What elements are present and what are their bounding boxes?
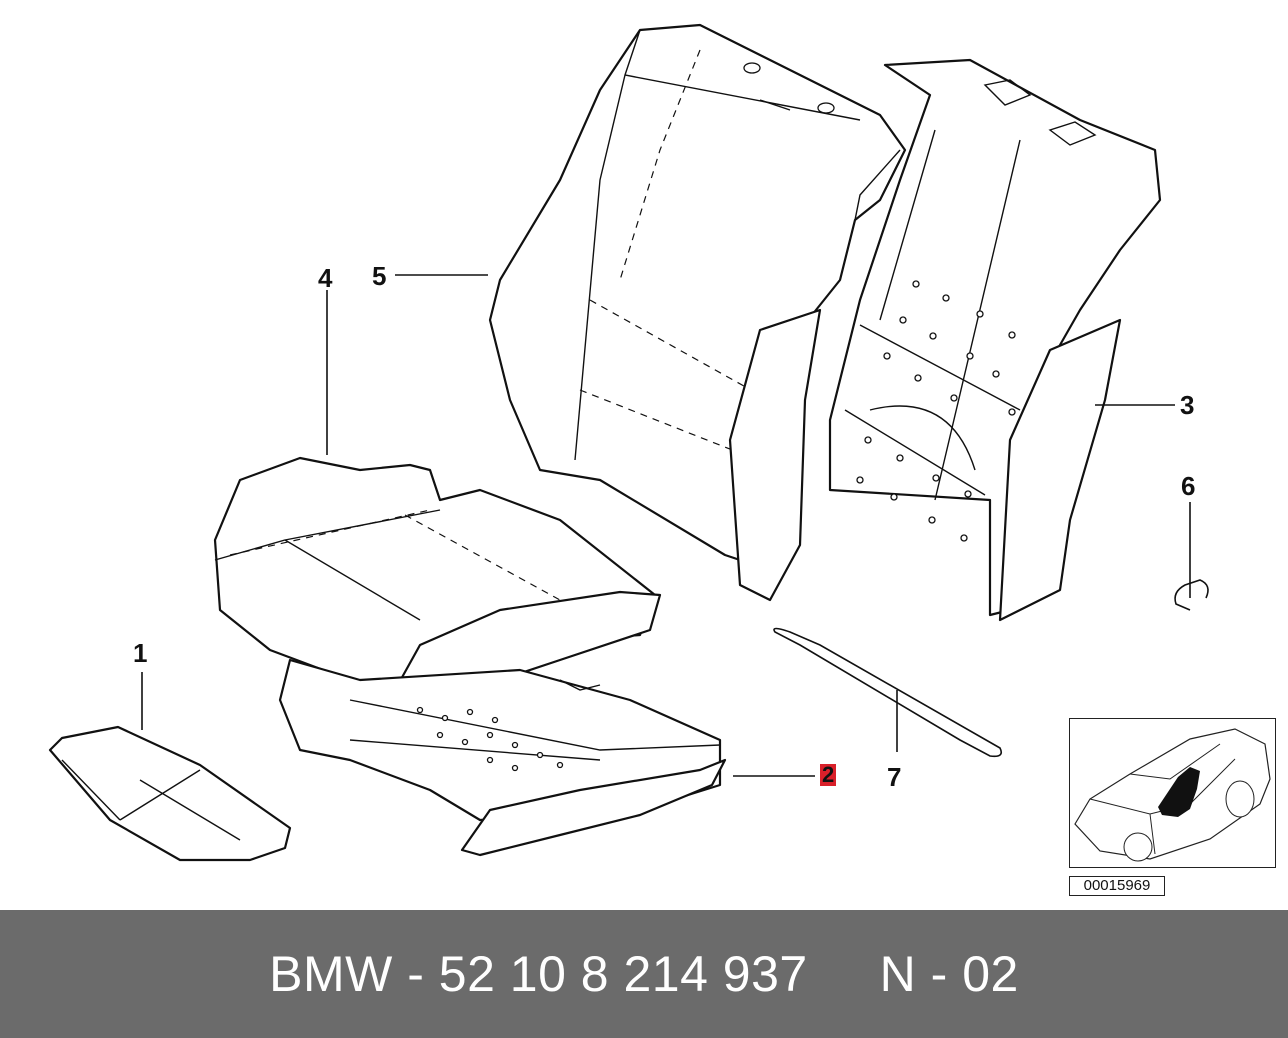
callout-1: 1: [133, 638, 148, 668]
part-2-seat-pad: [278, 658, 727, 857]
part-4-seat-cover: [213, 456, 662, 702]
part-3-backrest-back: [828, 58, 1162, 622]
part-6-clip: [1174, 579, 1209, 611]
callout-4: 4: [318, 263, 333, 293]
callout-6: 6: [1181, 471, 1196, 501]
part-7-wire: [773, 627, 1003, 758]
car-icon: [1074, 728, 1271, 862]
part-1-front-pad: [48, 725, 292, 862]
vehicle-location-thumbnail: [1069, 718, 1276, 868]
callout-5: 5: [372, 261, 387, 291]
pad-perforation-dots: [416, 706, 564, 772]
perforation-dots: [856, 280, 1016, 542]
callout-2: 2: [820, 762, 837, 787]
diagram-code: 00015969: [1069, 876, 1165, 896]
footer-part-label: BMW - 52 10 8 214 937 N - 02: [269, 946, 1019, 1002]
callout-3: 3: [1180, 390, 1195, 420]
leader-lines: [141, 274, 1191, 777]
callout-7: 7: [887, 762, 902, 792]
footer-bar: BMW - 52 10 8 214 937 N - 02: [0, 910, 1288, 1038]
seat-parts-diagram: [48, 23, 1209, 862]
part-5-backrest-cover: [488, 23, 907, 602]
